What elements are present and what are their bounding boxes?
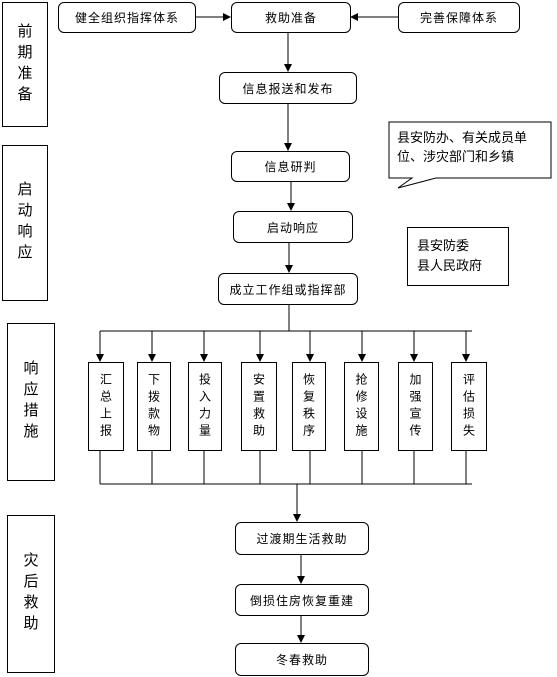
measure-summary-report: 汇总上报 [88, 362, 124, 451]
callout-bubble [388, 121, 552, 189]
box-form-working-group: 成立工作组或指挥部 [218, 273, 358, 305]
phase-start-response-label: 启动响应 [15, 181, 34, 265]
box-improve-support: 完善保障体系 [398, 2, 520, 33]
box-transition-relief: 过渡期生活救助 [235, 522, 369, 555]
measure-deploy-forces: 投入力量 [188, 362, 222, 451]
measure-repair-facilities: 抢修设施 [344, 362, 379, 451]
box-organize-command: 健全组织指挥体系 [58, 2, 196, 33]
box-winter-spring-relief: 冬春救助 [235, 643, 369, 676]
phase-response-measures: 响应措施 [7, 323, 55, 481]
phase-preparation-label: 前期准备 [15, 22, 34, 107]
box-info-report: 信息报送和发布 [219, 72, 357, 104]
measure-assess-loss: 评估损失 [451, 362, 487, 451]
callout-text: 县安防办、有关成员单 位、涉灾部门和乡镇 [397, 131, 528, 165]
phase-post-disaster: 灾后救助 [7, 515, 55, 673]
measure-restore-order: 恢复秩序 [292, 362, 326, 451]
measure-allocate-funds: 下拨款物 [137, 362, 171, 451]
phase-response-measures-label: 响应措施 [21, 360, 40, 444]
box-start-response: 启动响应 [233, 211, 353, 243]
phase-post-disaster-label: 灾后救助 [21, 552, 40, 636]
measure-resettle-rescue: 安置救助 [241, 362, 277, 451]
box-info-analysis: 信息研判 [231, 151, 350, 182]
phase-start-response: 启动响应 [2, 145, 48, 301]
box-house-rebuild: 倒损住房恢复重建 [235, 584, 369, 616]
box-rescue-prep: 救助准备 [231, 2, 351, 33]
box-authority: 县安防委 县人民政府 [407, 227, 509, 286]
measure-publicity: 加强宣传 [398, 362, 433, 451]
phase-preparation: 前期准备 [2, 2, 48, 127]
